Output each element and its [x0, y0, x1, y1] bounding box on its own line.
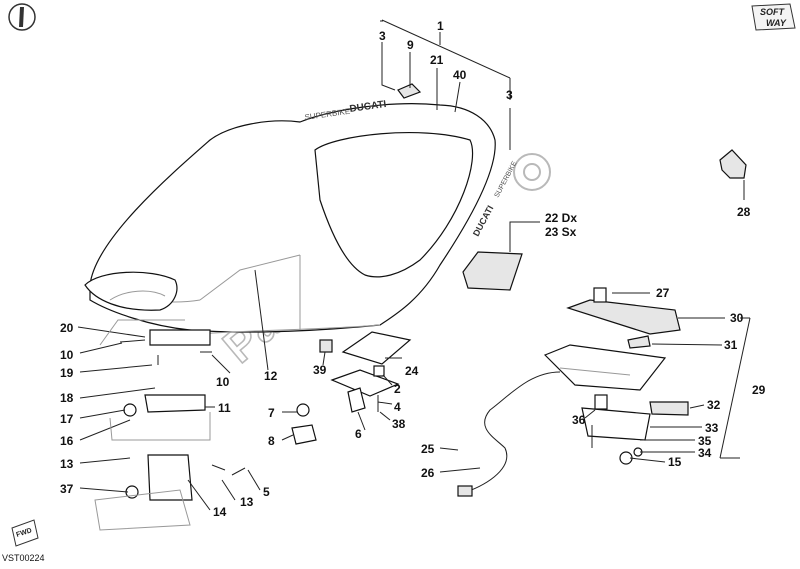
release-cable	[464, 371, 561, 493]
rubber-stop-part	[719, 149, 747, 179]
callout-5: 5	[263, 485, 270, 499]
seat-pad-part	[462, 251, 523, 291]
cable-end-part	[457, 485, 473, 497]
callout-4: 4	[394, 400, 401, 414]
tail-light-assembly	[543, 287, 689, 465]
callout-11: 11	[218, 401, 231, 415]
callout-26: 26	[421, 466, 435, 480]
seat-print-brand-side: DUCATI	[471, 204, 495, 238]
diagram-reference-code: VST00224	[2, 553, 45, 563]
lock-bracket-part	[330, 369, 400, 397]
fwd-badge-text: FWD	[15, 527, 32, 539]
left-bracket-assembly	[94, 329, 246, 531]
watermark-gear-icon	[513, 153, 551, 191]
badge-part	[397, 83, 422, 99]
callout-13-left: 13	[60, 457, 74, 471]
callout-23-sx: 23 Sx	[545, 225, 577, 239]
callout-29: 29	[752, 383, 766, 397]
lock-pin-part	[373, 365, 385, 377]
callout-34: 34	[698, 446, 712, 460]
fwd-direction-icon: FWD	[11, 519, 39, 547]
callout-28: 28	[737, 205, 751, 219]
callout-36: 36	[572, 413, 586, 427]
callout-7: 7	[268, 406, 275, 420]
callout-12: 12	[264, 369, 278, 383]
leader-lines	[77, 19, 751, 511]
grommet-6-part	[347, 387, 366, 413]
callout-21: 21	[430, 53, 444, 67]
callout-30: 30	[730, 311, 744, 325]
callout-3-right: 3	[506, 88, 513, 102]
callout-24: 24	[405, 364, 419, 378]
callout-3-left: 3	[379, 29, 386, 43]
washer-7-part	[296, 403, 310, 417]
callout-2: 2	[394, 382, 401, 396]
callout-25: 25	[421, 442, 435, 456]
callout-39: 39	[313, 363, 327, 377]
lock-plate-part	[341, 331, 412, 365]
callout-31: 31	[724, 338, 738, 352]
callout-1: 1	[437, 19, 444, 33]
bumper-39-part	[319, 339, 333, 353]
soft-way-logo-top: SOFT	[760, 7, 786, 17]
callout-35: 35	[698, 434, 712, 448]
callout-40: 40	[453, 68, 467, 82]
callout-16: 16	[60, 434, 74, 448]
callout-9: 9	[407, 38, 414, 52]
callout-15: 15	[668, 455, 682, 469]
callout-33: 33	[705, 421, 719, 435]
callout-20: 20	[60, 321, 74, 335]
rubber-8-part	[291, 424, 317, 445]
callout-19: 19	[60, 366, 74, 380]
callout-27: 27	[656, 286, 670, 300]
callout-13-right: 13	[240, 495, 254, 509]
callout-38: 38	[392, 417, 406, 431]
callout-37: 37	[60, 482, 74, 496]
callout-32: 32	[707, 398, 721, 412]
callout-8: 8	[268, 434, 275, 448]
callout-labels: 1 3 9 21 40 3 22 Dx 23 Sx 28 27 30 31 29…	[60, 19, 766, 519]
info-circle-icon	[8, 3, 36, 31]
soft-way-logo-bottom: WAY	[766, 18, 787, 28]
callout-17: 17	[60, 412, 74, 426]
seat-assembly: SUPERBIKE DUCATI DUCATI SUPERBIKE	[84, 99, 519, 336]
seat-print-brand-top: DUCATI	[349, 99, 387, 115]
callout-10-left: 10	[60, 348, 74, 362]
callout-22-dx: 22 Dx	[545, 211, 577, 225]
soft-way-logo: SOFT WAY	[751, 3, 796, 31]
callout-14: 14	[213, 505, 227, 519]
callout-6: 6	[355, 427, 362, 441]
callout-18: 18	[60, 391, 74, 405]
callout-10-right: 10	[216, 375, 230, 389]
